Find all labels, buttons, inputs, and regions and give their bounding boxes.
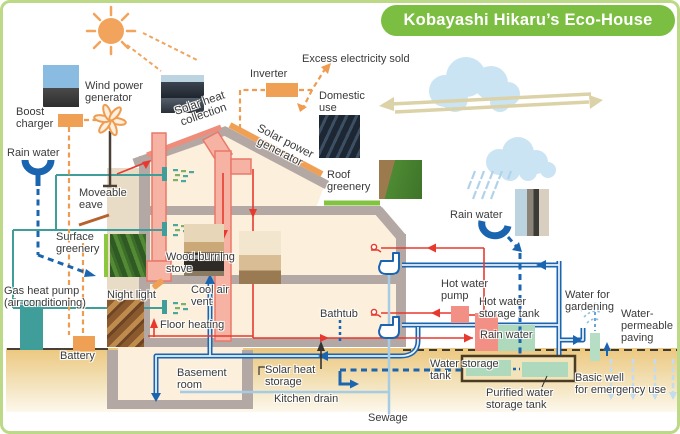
domestic-arrow bbox=[297, 103, 307, 112]
drains bbox=[180, 273, 391, 421]
rain-water-routes bbox=[21, 159, 611, 389]
surface-greenery-strip bbox=[104, 234, 108, 277]
label-wood-stove: Wood-burning stove bbox=[166, 251, 235, 275]
label-hot-water-pump: Hot water pump bbox=[441, 278, 489, 302]
battery-box bbox=[73, 336, 95, 351]
label-wind-power: Wind power generator bbox=[85, 80, 144, 104]
tanks bbox=[451, 306, 600, 388]
solar-panel-strip bbox=[228, 122, 324, 177]
cloud-icon bbox=[429, 57, 520, 112]
label-rain-water-left: Rain water bbox=[7, 147, 60, 159]
label-boost-charger: Boost charger bbox=[16, 106, 54, 130]
inverter-box bbox=[266, 83, 298, 97]
rain-streaks bbox=[466, 170, 513, 200]
moveable-eave-line bbox=[78, 213, 110, 227]
bathtub-icon bbox=[378, 252, 400, 339]
label-water-tank: Water storage tank bbox=[430, 358, 499, 382]
floor-heating-arrow bbox=[150, 318, 158, 328]
well-up-arrow bbox=[603, 342, 611, 356]
label-water-gardening: Water for gardening bbox=[565, 289, 614, 313]
right-wall bbox=[396, 234, 406, 347]
label-night-light: Night light bbox=[107, 289, 156, 301]
label-roof-greenery: Roof greenery bbox=[327, 169, 371, 193]
hot-water-storage-tank bbox=[475, 313, 498, 351]
label-gas-heat-pump: Gas heat pump (air-conditioning) bbox=[4, 285, 86, 309]
rain-water-box bbox=[498, 325, 535, 351]
label-battery: Battery bbox=[60, 350, 95, 362]
label-floor-heating: Floor heating bbox=[160, 319, 225, 331]
garden-spray bbox=[580, 302, 606, 324]
label-basic-well: Basic well for emergency use bbox=[575, 372, 667, 396]
faucet-icon bbox=[370, 243, 382, 318]
sun-rays-dashed bbox=[126, 32, 200, 72]
excess-arrow bbox=[321, 63, 331, 74]
photo-night-light-stairs bbox=[107, 300, 144, 347]
photo-solar-panel bbox=[319, 115, 360, 158]
label-basement-room: Basement room bbox=[177, 367, 227, 391]
label-sewage: Sewage bbox=[368, 412, 408, 424]
photo-wind-turbine bbox=[43, 65, 79, 107]
label-bathtub: Bathtub bbox=[320, 308, 358, 320]
boost-charger-box bbox=[58, 114, 83, 127]
label-permeable: Water- permeable paving bbox=[621, 308, 673, 344]
sky bbox=[85, 5, 603, 200]
photo-interior bbox=[239, 231, 281, 284]
photo-solar-heat-roof bbox=[161, 75, 204, 113]
label-purified: Purified water storage tank bbox=[486, 387, 554, 411]
sun-icon bbox=[85, 5, 137, 56]
photo-rain-downspout bbox=[515, 189, 549, 236]
stove-chimney bbox=[151, 132, 167, 262]
water-storage-tank bbox=[466, 360, 511, 376]
hot-water-pump-box bbox=[451, 306, 469, 323]
photo-roof-greenery bbox=[379, 160, 422, 199]
page-title: Kobayashi Hikaru’s Eco-House bbox=[381, 5, 675, 36]
wind-turbine-icon bbox=[93, 103, 127, 188]
cool-air-up-arrow bbox=[205, 274, 215, 284]
label-surface-greenery: Surface greenery bbox=[56, 231, 100, 255]
label-rain-water-mid: Rain water bbox=[480, 329, 533, 341]
permeable-arrows bbox=[607, 359, 677, 400]
label-cool-air-vent: Cool air vent bbox=[191, 284, 229, 308]
label-hot-water-tank: Hot water storage tank bbox=[479, 296, 540, 320]
label-rain-water-right: Rain water bbox=[450, 209, 503, 221]
photo-wood-stove bbox=[184, 224, 224, 276]
label-domestic-use: Domestic use bbox=[319, 90, 365, 114]
misc bbox=[258, 252, 677, 400]
rain-funnel-icon bbox=[21, 159, 512, 240]
photo-surface-greenery bbox=[110, 234, 146, 277]
label-kitchen-drain: Kitchen drain bbox=[274, 393, 339, 405]
label-inverter: Inverter bbox=[250, 68, 288, 80]
label-solar-heat-storage: Solar heat storage bbox=[265, 364, 316, 388]
basic-well bbox=[590, 333, 600, 361]
night-light-icon bbox=[152, 278, 164, 290]
purified-water-tank bbox=[522, 362, 568, 377]
diagram-canvas bbox=[6, 5, 677, 421]
label-excess-sold: Excess electricity sold bbox=[302, 53, 410, 65]
electric-system bbox=[58, 63, 331, 351]
label-moveable-eave: Moveable eave bbox=[79, 187, 127, 211]
solar-heat-storage-arrow bbox=[258, 341, 325, 375]
rain-cloud-icon bbox=[486, 137, 556, 181]
wind-arrows bbox=[379, 92, 603, 114]
gas-heat-pump-unit bbox=[20, 300, 43, 350]
